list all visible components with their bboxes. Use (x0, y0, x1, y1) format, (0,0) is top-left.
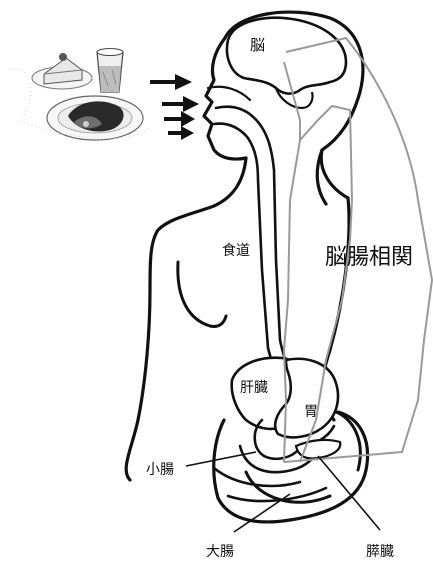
leader-pancreas (318, 456, 380, 530)
meal-plate (47, 96, 143, 140)
front-neck (126, 158, 246, 480)
face-profile (204, 38, 246, 159)
head-outline (225, 12, 363, 198)
arrow-right-icon (164, 111, 195, 127)
intake-arrows (150, 74, 199, 140)
arrow-right-icon (168, 126, 194, 140)
cake-plate (32, 53, 92, 89)
arrow-right-icon (162, 96, 199, 112)
label-small-intestine: 小腸 (146, 462, 174, 478)
label-brain: 脳 (250, 36, 265, 54)
label-esophagus: 食道 (222, 242, 250, 259)
food-illustration (10, 49, 150, 141)
chest-curve (178, 262, 226, 327)
label-stomach: 胃 (304, 404, 318, 420)
label-pancreas: 膵臓 (366, 544, 394, 560)
label-liver: 肝臓 (240, 380, 268, 396)
label-gut-brain-axis: 脳腸相関 (325, 245, 413, 270)
drink-glass (97, 49, 123, 93)
label-large-intestine: 大腸 (206, 544, 234, 560)
arrow-right-icon (150, 74, 192, 90)
